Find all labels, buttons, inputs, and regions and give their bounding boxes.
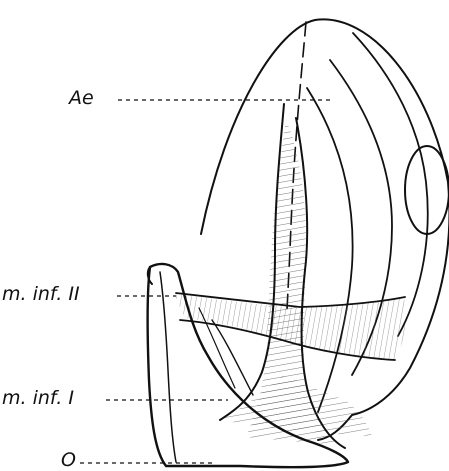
inner-contour-1	[353, 33, 428, 336]
label-m-inf-i: m. inf. I	[2, 389, 74, 408]
label-m-inf-ii: m. inf. II	[2, 285, 80, 304]
muscle-band-lower	[220, 376, 372, 436]
eye-bulb-outline	[201, 19, 449, 440]
label-o: O	[61, 451, 76, 470]
label-ae: Ae	[69, 89, 94, 108]
bone-inner-edge	[160, 272, 176, 462]
inner-contour-3	[307, 88, 353, 412]
